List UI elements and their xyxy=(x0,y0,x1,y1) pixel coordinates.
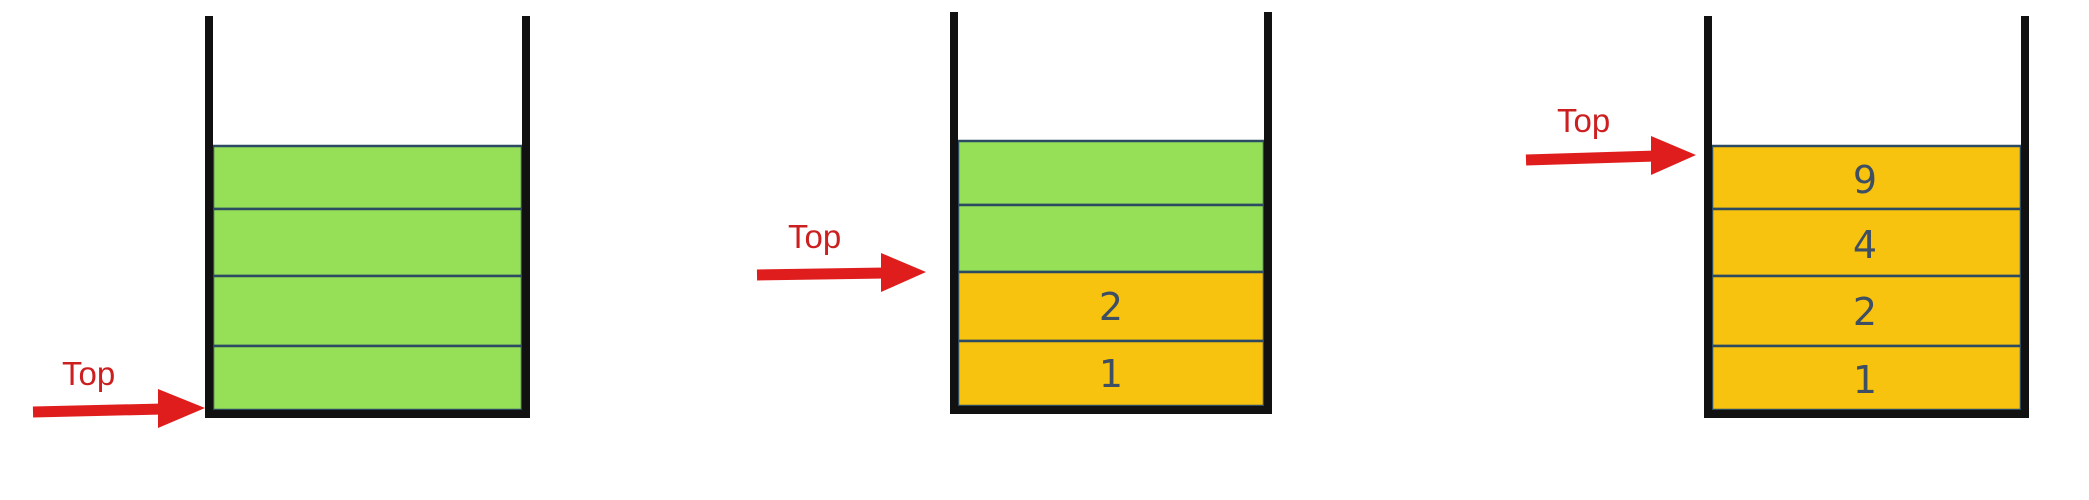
slot-value-9: 9 xyxy=(1853,158,1877,202)
container-left-wall xyxy=(205,16,213,416)
pointer-arrow-head xyxy=(1651,136,1696,175)
slot-value-2: 2 xyxy=(1853,290,1877,334)
pointer-arrow-shaft xyxy=(1525,150,1657,166)
container-left-wall xyxy=(1704,16,1712,416)
container-left-wall xyxy=(950,12,958,412)
container-right-wall xyxy=(2021,16,2029,416)
container-floor xyxy=(950,406,1272,414)
slot-value-2: 2 xyxy=(1099,285,1123,329)
slot-1 xyxy=(956,339,1266,408)
pointer-arrow-shaft xyxy=(756,267,887,281)
slot-1 xyxy=(211,344,524,412)
slot-2 xyxy=(211,274,524,348)
slot-4 xyxy=(956,139,1266,207)
slot-3 xyxy=(211,207,524,278)
top-pointer: Top xyxy=(756,218,926,292)
slot-4 xyxy=(211,144,524,211)
pointer-arrow-head xyxy=(158,389,205,428)
top-label: Top xyxy=(62,355,115,392)
slot-value-1: 1 xyxy=(1099,352,1123,396)
top-pointer: Top xyxy=(1525,102,1696,175)
container-floor xyxy=(1704,410,2029,418)
container-right-wall xyxy=(1264,12,1272,412)
slot-2 xyxy=(956,270,1266,343)
top-label: Top xyxy=(788,218,841,255)
top-label: Top xyxy=(1557,102,1610,139)
stack-empty: Top xyxy=(32,16,530,428)
stack-full: 9 4 2 1 Top xyxy=(1525,16,2029,418)
container-right-wall xyxy=(522,16,530,416)
top-pointer: Top xyxy=(32,355,205,428)
slot-3 xyxy=(956,203,1266,274)
pointer-arrow-head xyxy=(881,253,926,292)
slot-value-4: 4 xyxy=(1853,223,1877,267)
container-floor xyxy=(205,410,530,418)
pointer-arrow-shaft xyxy=(32,403,164,418)
slot-value-1: 1 xyxy=(1853,358,1877,402)
stack-two-items: 2 1 Top xyxy=(756,12,1272,414)
